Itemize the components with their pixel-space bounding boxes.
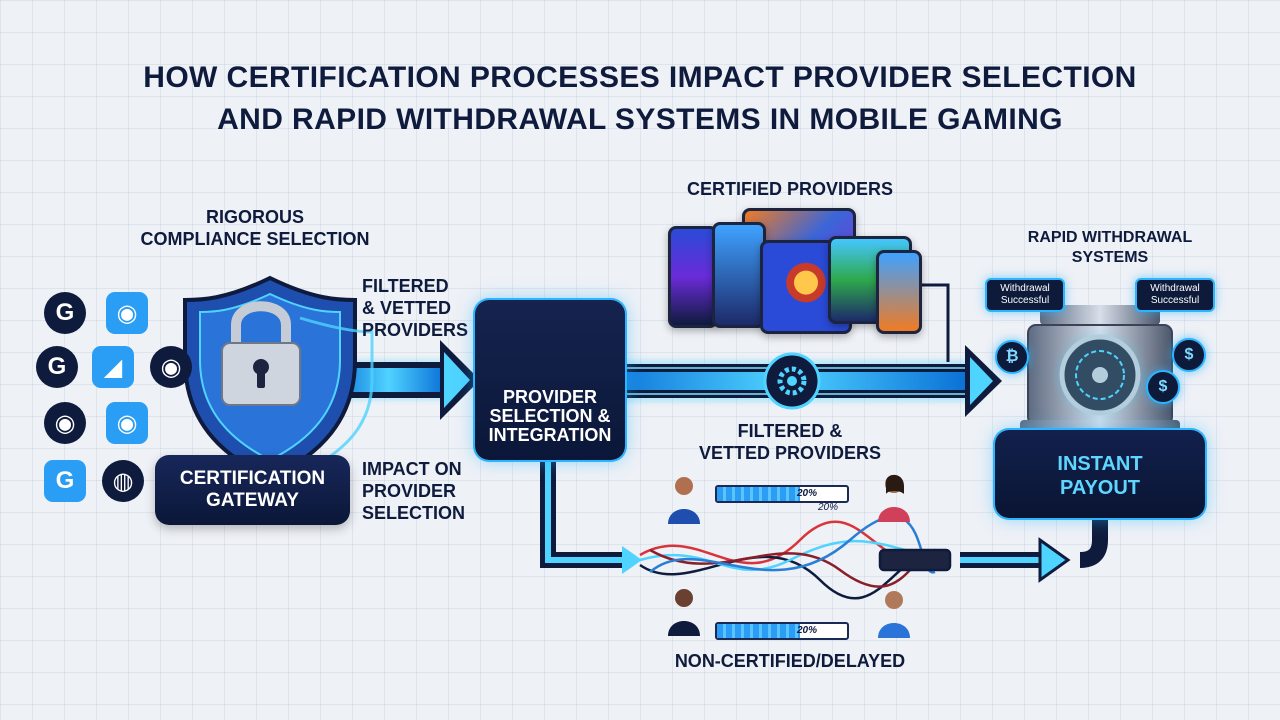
instant-payout-line-1: INSTANT [1057,453,1143,475]
person-icon-1 [668,477,700,524]
dollar-coin-icon-2: $ [1146,370,1180,404]
certification-gateway-panel: CERTIFICATION GATEWAY [155,455,350,525]
devices-connector [915,283,950,362]
provider-logo-9-icon: ◍ [102,460,144,502]
bitcoin-coin-icon: ₿ [995,340,1029,374]
filtered-top-label-line-3: PROVIDERS [362,320,469,340]
rigorous-label-line-2: COMPLIANCE SELECTION [140,229,370,249]
provider-selection-line-2: SELECTION & [489,406,611,426]
progress-bar-top: 20% [715,485,849,503]
certification-gateway-line-2: GATEWAY [206,490,299,511]
lock-icon [221,301,301,406]
progress-bar-top-text: 20% [796,488,817,499]
page-title-line-2: AND RAPID WITHDRAWAL SYSTEMS IN MOBILE G… [217,103,1063,136]
gear-node-icon [763,352,821,410]
progress-bar-bottom-text: 20% [796,625,817,636]
provider-selection-line-1: PROVIDER [502,387,598,407]
rapid-withdrawal-label-line-2: SYSTEMS [1071,249,1149,266]
filtered-mid-label-line-1: FILTERED & [737,421,843,441]
person-icon-2 [878,474,910,522]
provider-logo-4-icon: ◢ [92,346,134,388]
provider-logo-7-icon: ◉ [106,402,148,444]
provider-logo-3-icon: G [36,346,78,388]
withdrawal-bubble-left-line-1: Withdrawal [1000,283,1050,294]
filtered-top-label-line-2: & VETTED [362,298,452,318]
rigorous-label-line-1: RIGOROUS [205,207,304,227]
provider-selection-panel: PROVIDER SELECTION & INTEGRATION [475,300,625,460]
vault-icon [1020,305,1180,436]
phone-device-3 [876,250,922,334]
progress-side-text: 20% [818,502,839,513]
person-icon-4 [878,591,910,638]
filtered-top-label-line-1: FILTERED [362,276,449,296]
withdrawal-bubble-right-line-2: Successful [1150,295,1200,306]
provider-logo-1-icon: G [44,292,86,334]
provider-logo-6-icon: ◉ [44,402,86,444]
provider-logo-8-icon: G [44,460,86,502]
page-title-line-1: HOW CERTIFICATION PROCESSES IMPACT PROVI… [143,61,1137,94]
withdrawal-bubble-left-line-2: Successful [1000,295,1050,306]
tangled-wires [639,515,952,600]
impact-label-line-2: PROVIDER [362,481,457,501]
lower-path [540,462,1108,583]
person-icon-3 [668,589,700,636]
certified-providers-label: CERTIFIED PROVIDERS [686,179,894,199]
progress-bar-top-fill [717,487,801,501]
withdrawal-bubble-right: Withdrawal Successful [1135,278,1215,312]
withdrawal-bubble-right-line-1: Withdrawal [1150,283,1200,294]
impact-label-line-1: IMPACT ON [362,459,462,479]
instant-payout-panel: INSTANT PAYOUT [995,430,1205,518]
progress-bar-bottom: 20% [715,622,849,640]
provider-selection-line-3: INTEGRATION [488,425,612,445]
rapid-withdrawal-label-line-1: RAPID WITHDRAWAL [1027,229,1193,246]
withdrawal-bubble-left: Withdrawal Successful [985,278,1065,312]
non-certified-label: NON-CERTIFIED/DELAYED [674,651,906,671]
progress-bar-bottom-fill [717,624,801,638]
impact-label-line-3: SELECTION [362,503,466,523]
provider-logo-2-icon: ◉ [106,292,148,334]
filtered-mid-label-line-2: VETTED PROVIDERS [698,443,882,463]
provider-logo-5-icon: ◉ [150,346,192,388]
dollar-coin-icon-1: $ [1172,338,1206,372]
phone-device-2 [712,222,766,328]
instant-payout-line-2: PAYOUT [1059,477,1141,499]
phone-device-1 [668,226,718,328]
certification-gateway-line-1: CERTIFICATION [179,468,326,489]
